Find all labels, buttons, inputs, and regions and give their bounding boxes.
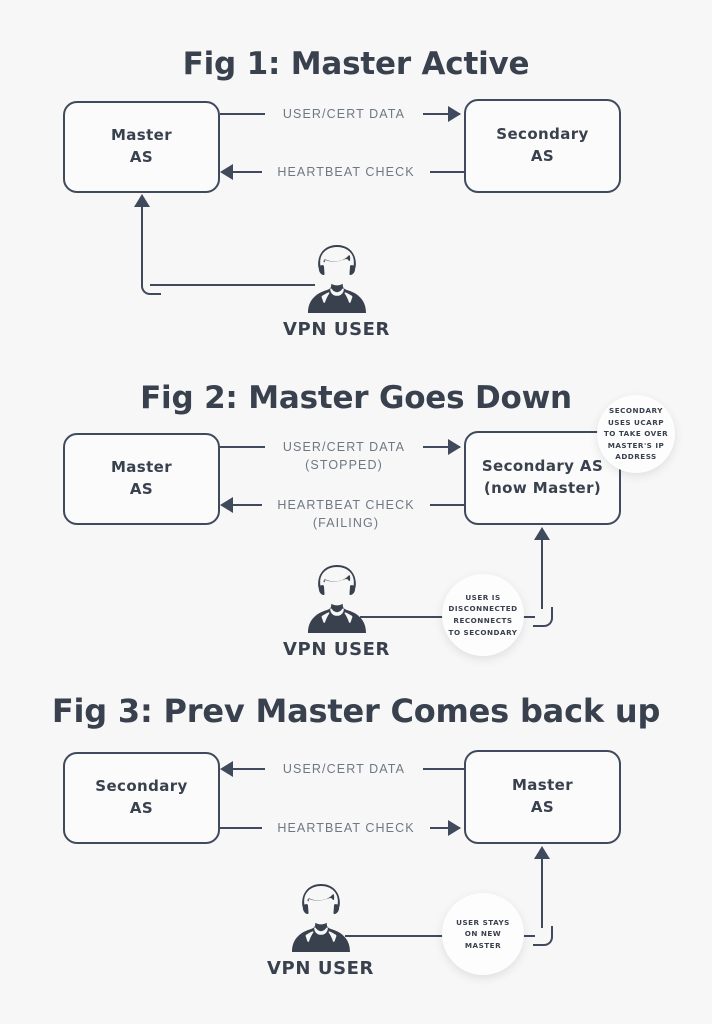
figure-3-bottom-edge-label: HEARTBEAT CHECK [262, 819, 430, 838]
figure-2-user-connector-elbow [533, 607, 553, 627]
figure-2-user-connector-vertical [541, 540, 543, 609]
figure-1-vpn-user: VPN USER [283, 243, 390, 340]
figure-3-user-connector-horizontal [345, 935, 535, 937]
vpn-user-icon [291, 884, 350, 952]
figure-1-bottom-edge-arrowhead [220, 164, 233, 180]
figure-3-top-edge-arrowhead [220, 761, 233, 777]
figure-3-bottom-edge-arrowhead [448, 820, 461, 836]
figure-2-top-edge-label: USER/CERT DATA (STOPPED) [265, 438, 423, 475]
figure-3-user-connector-elbow [533, 926, 553, 946]
figure-1-user-connector-elbow [141, 275, 161, 295]
figure-2-right-box: Secondary AS (now Master) [464, 431, 621, 525]
figure-2-bottom-edge-label: HEARTBEAT CHECK (FAILING) [262, 496, 430, 533]
figure-1-title: Fig 1: Master Active [182, 46, 530, 82]
figure-1-user-connector-horizontal [150, 284, 315, 286]
figure-3-top-edge-label: USER/CERT DATA [265, 760, 423, 779]
figure-2-corner-callout: SECONDARY USES UCARP TO TAKE OVER MASTER… [597, 395, 675, 473]
figure-2-top-edge-arrowhead [448, 439, 461, 455]
figure-3-left-box: Secondary AS [63, 752, 220, 844]
figure-3-vpn-user-label: VPN USER [267, 958, 374, 979]
figure-1-right-box: Secondary AS [464, 99, 621, 193]
vpn-user-icon [307, 565, 366, 633]
figure-2-left-box: Master AS [63, 433, 220, 525]
figure-2-bottom-edge-arrowhead [220, 497, 233, 513]
figure-3-user-connector-vertical [541, 859, 543, 928]
figure-3-vpn-user: VPN USER [267, 882, 374, 979]
figure-1-bottom-edge-label: HEARTBEAT CHECK [262, 163, 430, 182]
figure-1-user-connector-vertical [141, 207, 143, 277]
figure-1-left-box: Master AS [63, 101, 220, 193]
figure-3-right-box: Master AS [464, 750, 621, 844]
figure-1-vpn-user-label: VPN USER [283, 319, 390, 340]
figure-2-user-connector-arrowhead [534, 527, 550, 540]
figure-1-top-edge-arrowhead [448, 106, 461, 122]
figure-2-vpn-user-label: VPN USER [283, 639, 390, 660]
figure-2-vpn-user: VPN USER [283, 563, 390, 660]
figure-3-user-connector-arrowhead [534, 846, 550, 859]
figure-1-user-connector-arrowhead [134, 194, 150, 207]
figure-3-user-callout: USER STAYS ON NEW MASTER [442, 893, 524, 975]
figure-1-top-edge-label: USER/CERT DATA [265, 105, 423, 124]
vpn-user-icon [307, 245, 366, 313]
figure-2-user-callout: USER IS DISCONNECTED RECONNECTS TO SECON… [442, 574, 524, 656]
figure-2-title: Fig 2: Master Goes Down [140, 380, 572, 416]
figure-3-title: Fig 3: Prev Master Comes back up [51, 692, 661, 730]
